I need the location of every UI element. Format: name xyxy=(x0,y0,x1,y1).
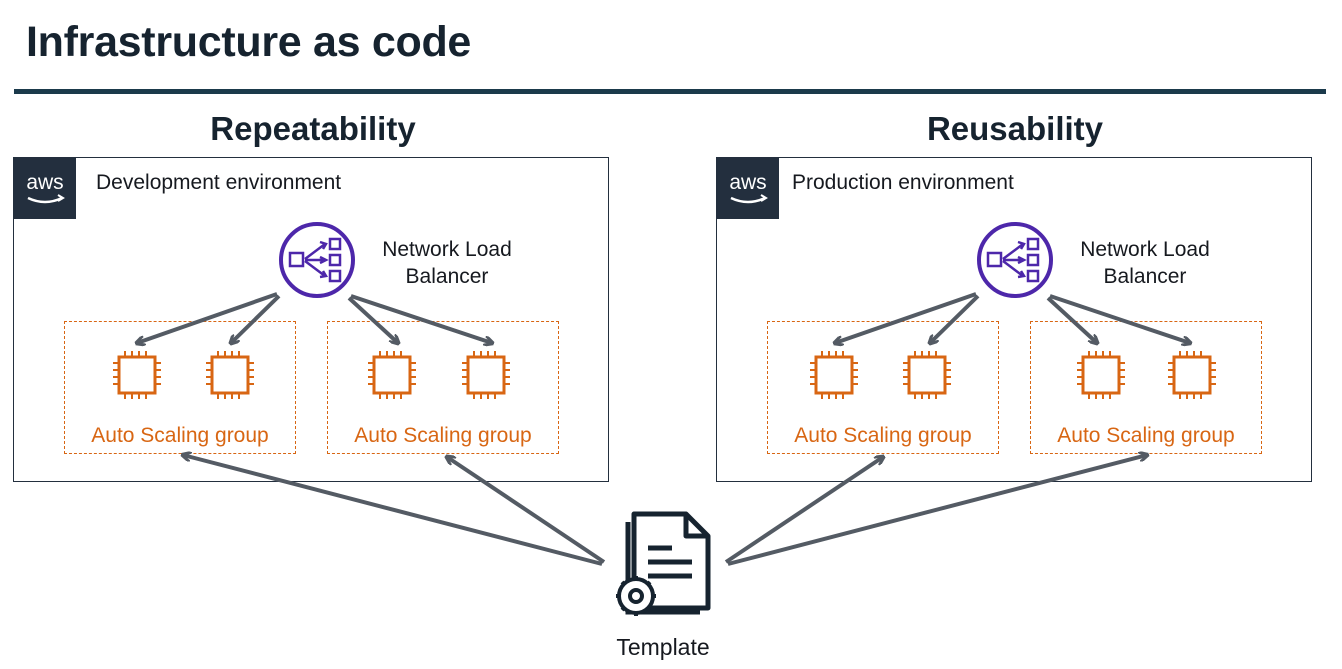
title-divider xyxy=(14,89,1326,94)
development-environment-box: aws Development environment Network Load… xyxy=(13,157,609,482)
asg-label: Auto Scaling group xyxy=(354,424,532,447)
environment-label: Development environment xyxy=(96,171,342,194)
aws-logo-text: aws xyxy=(729,171,766,194)
auto-scaling-group: Auto Scaling group xyxy=(327,321,559,454)
asg-label: Auto Scaling group xyxy=(794,424,972,447)
ec2-instance-icon xyxy=(368,351,416,399)
template-label: Template xyxy=(616,634,710,660)
ec2-instance-icon xyxy=(206,351,254,399)
arrow-nlb-to-ec2 xyxy=(347,296,398,343)
page-title: Infrastructure as code xyxy=(26,18,472,66)
production-environment-box: aws Production environment Network Load … xyxy=(716,157,1312,482)
nlb-label-line2: Balancer xyxy=(405,265,489,288)
ec2-instance-icon xyxy=(113,351,161,399)
template-document-gear-icon xyxy=(616,511,711,616)
nlb-label: Network Load Balancer xyxy=(362,236,532,290)
asg-label: Auto Scaling group xyxy=(1057,424,1235,447)
auto-scaling-group: Auto Scaling group xyxy=(64,321,296,454)
nlb-label-line2: Balancer xyxy=(1103,265,1187,288)
aws-logo-text: aws xyxy=(26,171,63,194)
aws-logo-icon: aws xyxy=(717,158,779,219)
arrow-nlb-to-ec2 xyxy=(350,294,492,343)
nlb-label-line1: Network Load xyxy=(1080,238,1210,261)
ec2-instance-icon xyxy=(903,351,951,399)
ec2-instance-icon xyxy=(462,351,510,399)
nlb-label-line1: Network Load xyxy=(382,238,512,261)
ec2-instance-icon xyxy=(1077,351,1125,399)
network-load-balancer-icon xyxy=(279,222,355,298)
ec2-instance-icon xyxy=(1168,351,1216,399)
ec2-instance-icon xyxy=(810,351,858,399)
nlb-label: Network Load Balancer xyxy=(1060,236,1230,290)
arrow-nlb-to-ec2 xyxy=(137,292,278,343)
section-heading-reusability: Reusability xyxy=(926,110,1104,147)
environment-label: Production environment xyxy=(792,171,1014,194)
aws-logo-icon: aws xyxy=(14,158,76,219)
arrow-nlb-to-ec2 xyxy=(930,294,980,343)
arrow-template-to-asg xyxy=(727,455,1147,566)
arrow-nlb-to-ec2 xyxy=(1046,296,1097,343)
arrow-template-to-asg xyxy=(183,455,603,566)
arrow-template-to-asg xyxy=(447,457,606,564)
asg-label: Auto Scaling group xyxy=(91,424,269,447)
section-heading-repeatability: Repeatability xyxy=(210,110,416,147)
arrow-nlb-to-ec2 xyxy=(1049,294,1190,343)
auto-scaling-group: Auto Scaling group xyxy=(767,321,999,454)
arrow-nlb-to-ec2 xyxy=(835,292,977,343)
network-load-balancer-icon xyxy=(977,222,1053,298)
arrow-template-to-asg xyxy=(724,457,883,564)
arrow-nlb-to-ec2 xyxy=(231,294,281,343)
